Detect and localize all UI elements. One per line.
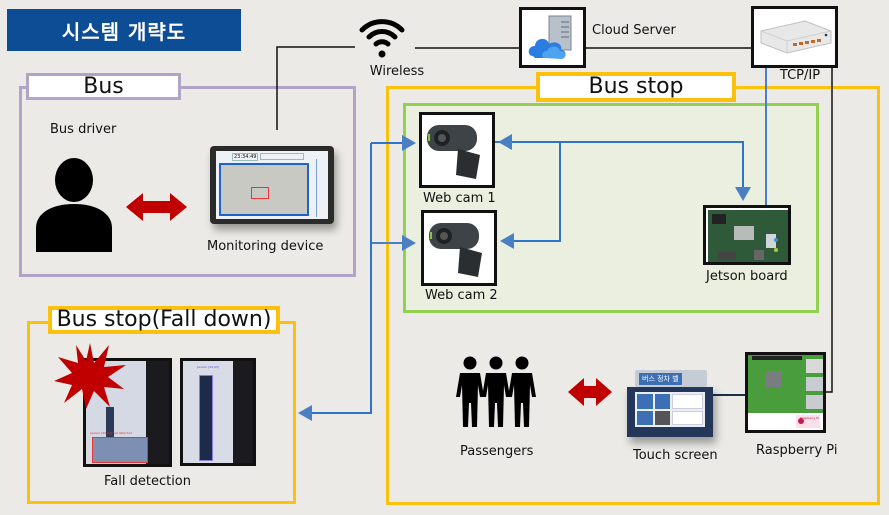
wireless-to-monitor-line — [276, 46, 355, 130]
webcam1-to-jetson-line — [465, 141, 751, 201]
webcam-icon — [427, 125, 480, 179]
alert-burst-icon — [54, 343, 126, 409]
touch-screen — [627, 387, 713, 437]
page-title: 시스템 개략도 — [7, 9, 241, 51]
driver-monitor-arrow — [126, 193, 187, 221]
jetson-to-webcam2-line — [500, 142, 561, 249]
bus-driver-label: Bus driver — [50, 122, 117, 137]
webcam-1 — [419, 112, 495, 188]
passengers-icon — [456, 355, 536, 427]
touch-screen-label: Touch screen — [633, 448, 718, 463]
fall-detection-label: Fall detection — [104, 474, 192, 489]
passenger-touch-arrow — [568, 378, 612, 406]
webcam-icon — [429, 223, 482, 277]
monitoring-device: 23:34:49 — [210, 146, 334, 224]
jetson-board-label: Jetson board — [706, 269, 788, 284]
webcam-2-label: Web cam 2 — [425, 288, 498, 303]
cloud-server-label: Cloud Server — [592, 23, 676, 38]
cloud-server-icon — [528, 15, 571, 59]
router-icon — [760, 20, 831, 54]
circuit-board-icon — [708, 210, 788, 262]
touch-screen-sign-text: 버스 정차 벨 — [639, 372, 682, 385]
raspberry-pi — [745, 352, 826, 433]
webcam-1-label: Web cam 1 — [423, 191, 496, 206]
bus-stop-group-label: Bus stop — [536, 72, 736, 102]
bus-group — [19, 86, 356, 277]
monitor-video — [219, 163, 309, 216]
raspberry-pi-label: Raspberry Pi — [756, 443, 838, 458]
trunk-to-fall-line — [298, 143, 372, 421]
router-to-raspberry-line — [826, 68, 833, 393]
router — [751, 6, 838, 68]
wireless-label: Wireless — [369, 64, 425, 79]
passengers-label: Passengers — [460, 444, 534, 459]
webcam-2 — [421, 210, 497, 286]
monitoring-device-label: Monitoring device — [207, 239, 324, 254]
raspberry-pi-badge: Raspberry Pi — [800, 416, 819, 420]
bus-group-label: Bus — [26, 73, 181, 100]
fall-group-label: Bus stop(Fall down) — [48, 306, 280, 334]
monitor-time: 23:34:49 — [232, 153, 259, 161]
touch-screen-sign: 버스 정차 벨 — [635, 370, 707, 387]
detection-tag: person [99.95] — [197, 365, 220, 369]
raspberry-pi-board-icon — [748, 355, 823, 430]
cloud-server — [519, 7, 586, 68]
fall-image-standing: person [99.95] — [180, 358, 256, 466]
jetson-board — [703, 205, 791, 265]
wifi-icon — [358, 14, 406, 58]
person-icon — [36, 158, 112, 252]
router-label: TCP/IP — [779, 68, 821, 83]
detection-tag: person [99.00] fall detected — [90, 431, 132, 435]
